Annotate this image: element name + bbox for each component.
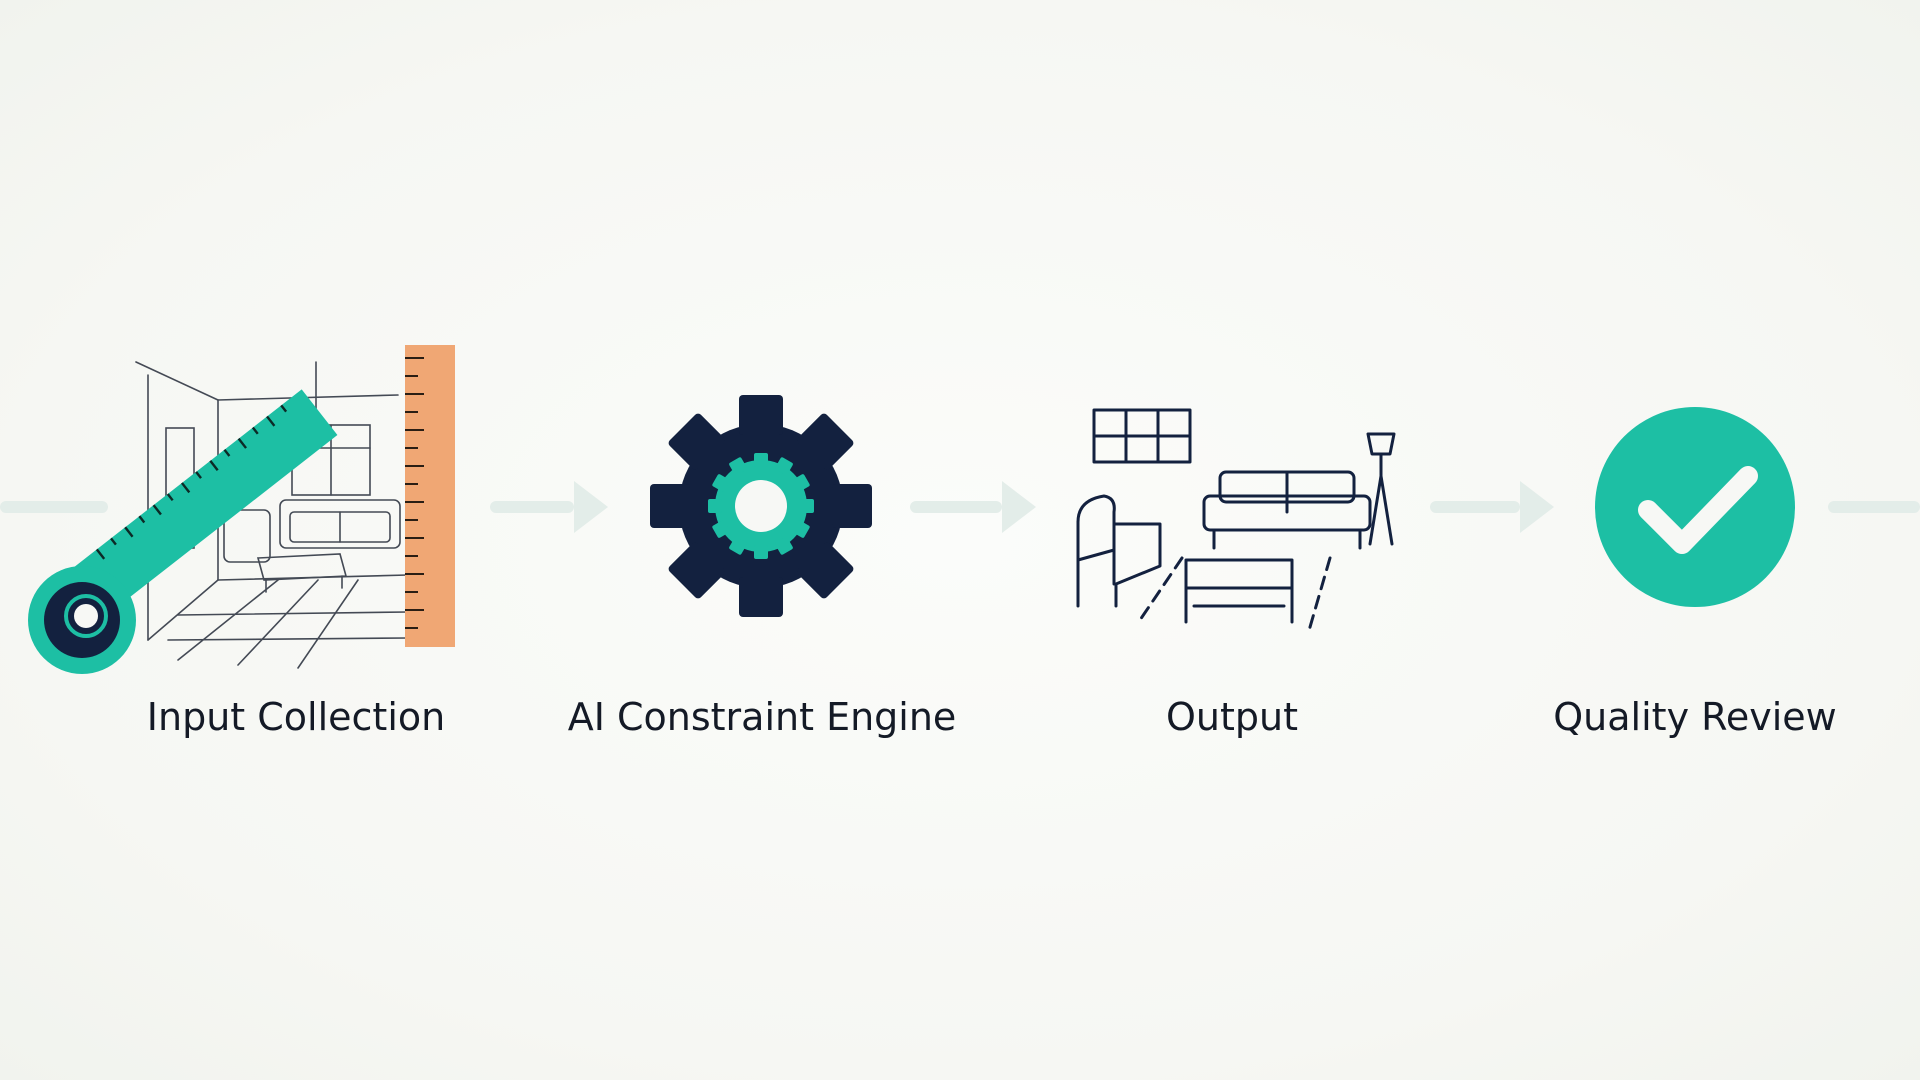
connector-1-2 [490, 501, 574, 513]
room-sketch-with-tape-measure-icon [28, 345, 455, 674]
stage-label-output: Output [1166, 695, 1298, 739]
stage-label-ai-constraint-engine: AI Constraint Engine [567, 695, 957, 739]
connector-2-3 [910, 501, 1002, 513]
connector-3-4 [1430, 501, 1520, 513]
stage-label-quality-review: Quality Review [1553, 695, 1837, 739]
gear-icon [650, 395, 872, 617]
connector-lead-out [1828, 501, 1920, 513]
arrow-head-1-2 [574, 481, 608, 533]
checkmark-circle-icon [1595, 407, 1795, 607]
arrow-head-2-3 [1002, 481, 1036, 533]
connector-lead-in [0, 501, 108, 513]
arrow-head-3-4 [1520, 481, 1554, 533]
furniture-layout-icon [1076, 408, 1396, 636]
stage-label-input-collection: Input Collection [146, 695, 446, 739]
